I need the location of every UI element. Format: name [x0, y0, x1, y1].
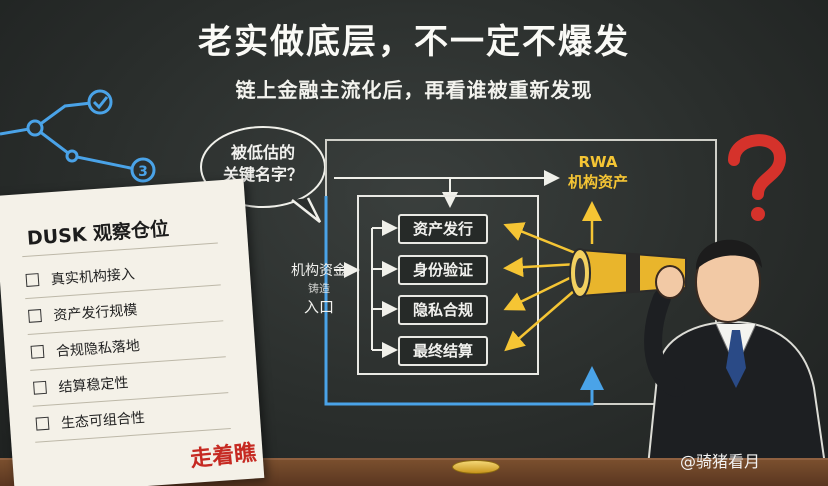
observer-figure — [569, 239, 828, 486]
checklist-item: 合规隐私落地 — [30, 329, 237, 363]
stamp-text: 走着瞧 — [189, 440, 258, 473]
checkbox[interactable] — [30, 344, 45, 359]
rwa-line-1: RWA — [578, 153, 618, 171]
checklist-item-label: 合规隐私落地 — [55, 338, 141, 361]
entry-label-line-1: 机构资金 — [291, 263, 347, 279]
step-3-icon: 3 — [130, 157, 156, 183]
checklist-title: DUSK 观察仓位 — [26, 217, 170, 250]
checkbox[interactable] — [33, 380, 47, 395]
checkbox[interactable] — [35, 416, 50, 431]
subheadline: 链上金融主流化后，再看谁被重新发现 — [235, 78, 593, 102]
checklist-item: 资产发行规模 — [28, 294, 235, 328]
svg-text:3: 3 — [138, 164, 148, 180]
question-mark-icon — [728, 134, 787, 221]
checklist-item: 生态可组合性 — [35, 401, 242, 435]
bubble-tail — [291, 197, 322, 223]
bubble-line-1: 被低估的 — [230, 143, 295, 162]
checklist-item: 真实机构接入 — [25, 258, 232, 292]
headline: 老实做底层，不一定不爆发 — [198, 22, 630, 62]
entry-label-line-2: 铸造 — [308, 282, 330, 295]
node-network-graphic: 3 — [0, 89, 156, 183]
checkbox[interactable] — [28, 308, 42, 323]
checklist-item-label: 资产发行规模 — [52, 302, 138, 325]
entry-label-line-3: 入口 — [303, 298, 334, 316]
rwa-label: RWA 机构资产 — [568, 152, 628, 192]
checklist-item-label: 真实机构接入 — [50, 266, 136, 289]
entry-label: 机构资金 铸造 入口 — [284, 262, 354, 316]
check-circle-icon — [87, 89, 113, 115]
rwa-line-2: 机构资产 — [568, 173, 629, 191]
step-asset-issuance: 资产发行 — [398, 214, 488, 244]
step-final-settlement: 最终结算 — [398, 336, 488, 366]
step-identity-verification: 身份验证 — [398, 255, 488, 285]
checklist-item-label: 生态可组合性 — [60, 410, 146, 432]
author-watermark: @骑猪看月 — [680, 452, 761, 471]
checklist-item-label: 结算稳定性 — [57, 375, 129, 396]
coin-icon — [452, 460, 500, 474]
checkbox[interactable] — [25, 273, 40, 287]
step-privacy-compliance: 隐私合规 — [398, 295, 488, 325]
checklist-item: 结算稳定性 — [33, 365, 240, 399]
